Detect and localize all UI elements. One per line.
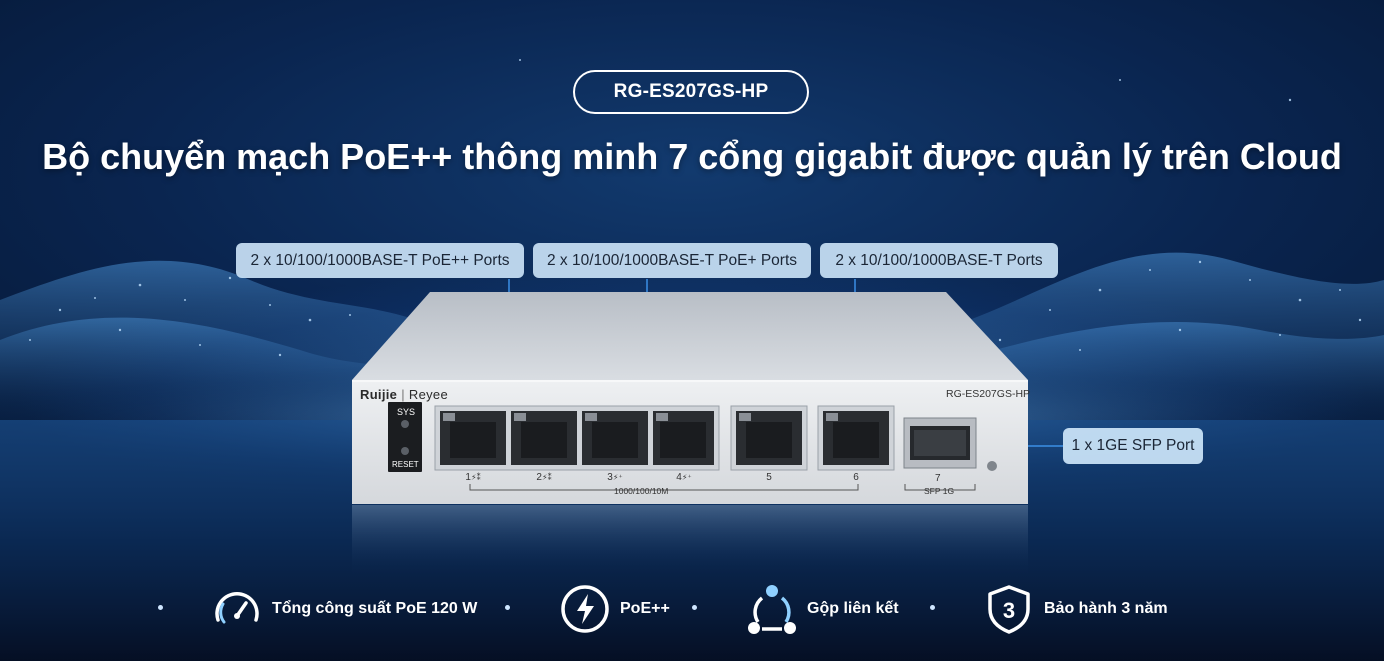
device-brand: Ruijie|Reyee — [360, 387, 448, 402]
separator-dot — [930, 605, 935, 610]
port-group-label-poeplus: 2 x 10/100/1000BASE-T PoE+ Ports — [533, 243, 811, 278]
port-group-label-poeplusplus: 2 x 10/100/1000BASE-T PoE++ Ports — [236, 243, 524, 278]
brand-reyee: Reyee — [408, 387, 448, 402]
feature-list: Tổng công suất PoE 120 W PoE++ Gộp liên … — [0, 580, 1384, 640]
port-number-1: 1⚡⁑ — [465, 472, 481, 483]
port-number-2: 2⚡⁑ — [536, 472, 552, 483]
speed-label: 1000/100/10M — [614, 486, 669, 496]
feature-poeplusplus: PoE++ — [558, 580, 670, 638]
speedometer-icon — [215, 592, 259, 624]
link-aggregation-icon — [748, 585, 796, 634]
sys-label: SYS — [397, 407, 416, 417]
shield-warranty-icon: 3 — [988, 585, 1030, 634]
feature-poe-power: Tổng công suất PoE 120 W — [210, 580, 477, 638]
feature-label: Gộp liên kết — [807, 600, 899, 617]
port-number-6: 6 — [853, 472, 859, 483]
lightning-icon — [561, 585, 609, 633]
feature-label: PoE++ — [620, 600, 670, 617]
port-number-4: 4⚡⁺ — [676, 472, 692, 483]
separator-dot — [505, 605, 510, 610]
port-group-label-standard: 2 x 10/100/1000BASE-T Ports — [820, 243, 1058, 278]
sfp-port-label: 1 x 1GE SFP Port — [1063, 428, 1203, 464]
device-model-label: RG-ES207GS-HP — [946, 388, 1031, 400]
feature-label: Bảo hành 3 năm — [1044, 600, 1168, 617]
page-title: Bộ chuyển mạch PoE++ thông minh 7 cổng g… — [42, 136, 1342, 177]
sfp-port-number: 7 — [935, 473, 941, 484]
separator-dot — [692, 605, 697, 610]
port-number-3: 3⚡⁺ — [607, 472, 623, 483]
sfp-port-caption: SFP 1G — [924, 486, 955, 496]
separator-dot — [158, 605, 163, 610]
port-number-5: 5 — [766, 472, 772, 483]
feature-warranty: 3 Bảo hành 3 năm — [982, 580, 1168, 638]
model-badge: RG-ES207GS-HP — [573, 70, 809, 114]
feature-label: Tổng công suất PoE 120 W — [272, 600, 478, 617]
reset-label: RESET — [392, 460, 419, 469]
brand-ruijie: Ruijie — [360, 387, 398, 402]
warranty-years: 3 — [1003, 598, 1015, 623]
feature-link-aggregation: Gộp liên kết — [745, 580, 899, 638]
